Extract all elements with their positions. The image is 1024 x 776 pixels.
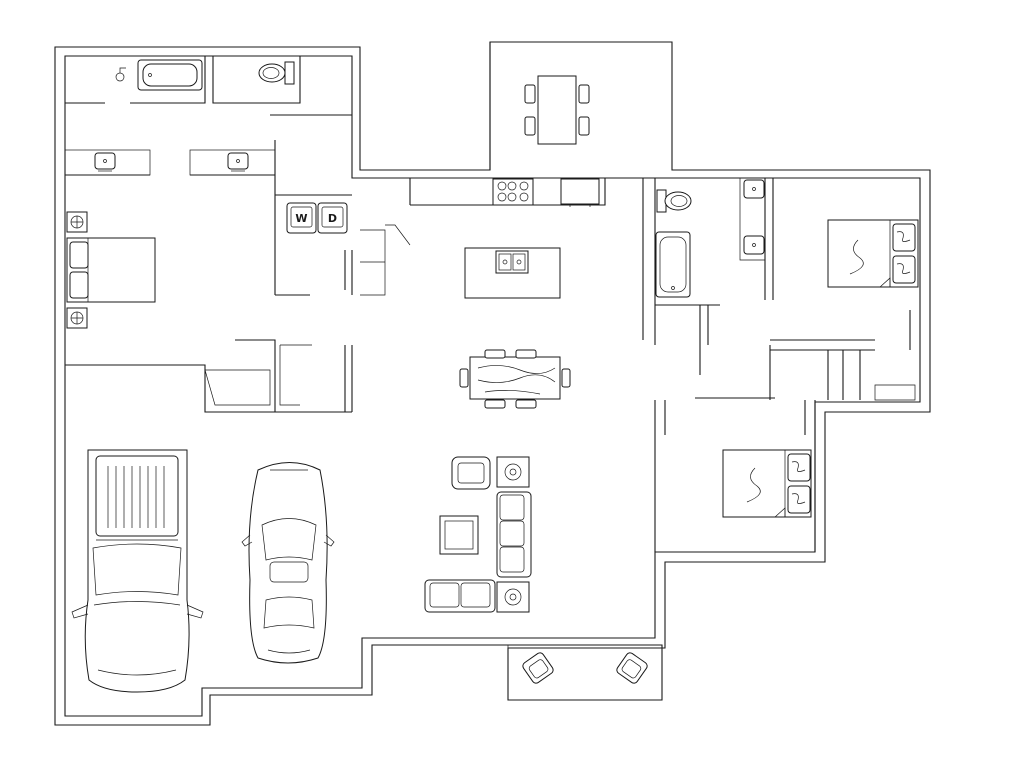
master-bedroom [66,211,156,329]
patio [522,652,648,684]
side-table-icon [496,581,530,613]
coffee-table-icon [439,515,479,555]
lounge-chair-icon [616,652,648,684]
nightstand-icon [66,211,88,233]
bed-icon [66,237,156,303]
living-room [424,456,532,613]
sink-icon [227,152,249,172]
kitchen [464,178,600,299]
chair-icon [515,399,537,409]
chair-icon [515,349,537,359]
nightstand-icon [66,307,88,329]
table-icon [537,75,577,145]
shower-drain-icon [115,67,126,82]
chair-icon [561,368,571,388]
exterior-walls [54,41,931,726]
dryer-label: D [328,212,337,225]
chair-icon [524,84,536,104]
sedan-car-icon [241,462,335,664]
chair-icon [484,399,506,409]
table-icon [469,356,561,400]
sofa-icon [424,579,496,613]
toilet-icon [258,61,295,85]
laundry: W D [286,202,348,234]
garage [71,449,335,693]
chair-icon [484,349,506,359]
pickup-truck-icon [71,449,204,693]
chair-icon [578,116,590,136]
chair-icon [578,84,590,104]
sink-icon [495,250,529,274]
oven-icon [560,178,600,207]
side-table-icon [496,456,530,488]
bedroom-2 [827,219,919,288]
washer-label: W [295,212,307,225]
chair-icon [459,368,469,388]
sofa-icon [496,491,532,578]
stove-icon [492,178,534,206]
secondary-bath [655,179,765,298]
washer-icon: W [286,202,317,234]
sink-icon [743,179,765,199]
dryer-icon: D [317,202,348,234]
master-bath [94,59,295,172]
tub-icon [137,59,203,91]
toilet-icon [656,189,692,213]
lounge-chair-icon [522,652,554,684]
armchair-icon [451,456,491,490]
tub-icon [655,231,691,298]
bed-icon [722,449,812,518]
interior-walls [64,56,916,552]
sink-icon [743,235,765,255]
island [464,247,561,299]
sink-icon [94,152,116,172]
bedroom-3 [722,449,812,518]
chair-icon [524,116,536,136]
bed-icon [827,219,919,288]
dining [459,349,571,409]
outdoor-dining [524,75,590,145]
